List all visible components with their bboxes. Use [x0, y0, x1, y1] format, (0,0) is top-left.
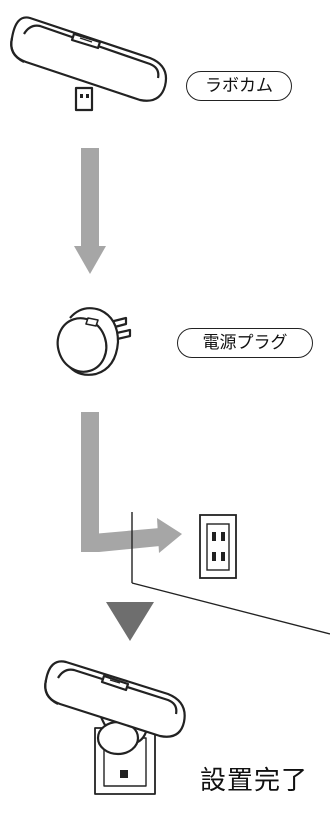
- arrow-down-1: [74, 148, 106, 274]
- result-triangle: [106, 602, 154, 641]
- wall-corner: [131, 512, 330, 635]
- wall-outlet-icon: [199, 514, 237, 579]
- installed-camera-icon: [44, 660, 186, 795]
- power-plug-icon: [56, 307, 132, 376]
- labocam-device-icon: [10, 16, 168, 112]
- labocam-label: ラボカム: [186, 71, 292, 101]
- arrow-elbow-2: [81, 412, 182, 553]
- installation-complete-label: 設置完了: [200, 766, 309, 796]
- power-plug-label: 電源プラグ: [177, 328, 313, 358]
